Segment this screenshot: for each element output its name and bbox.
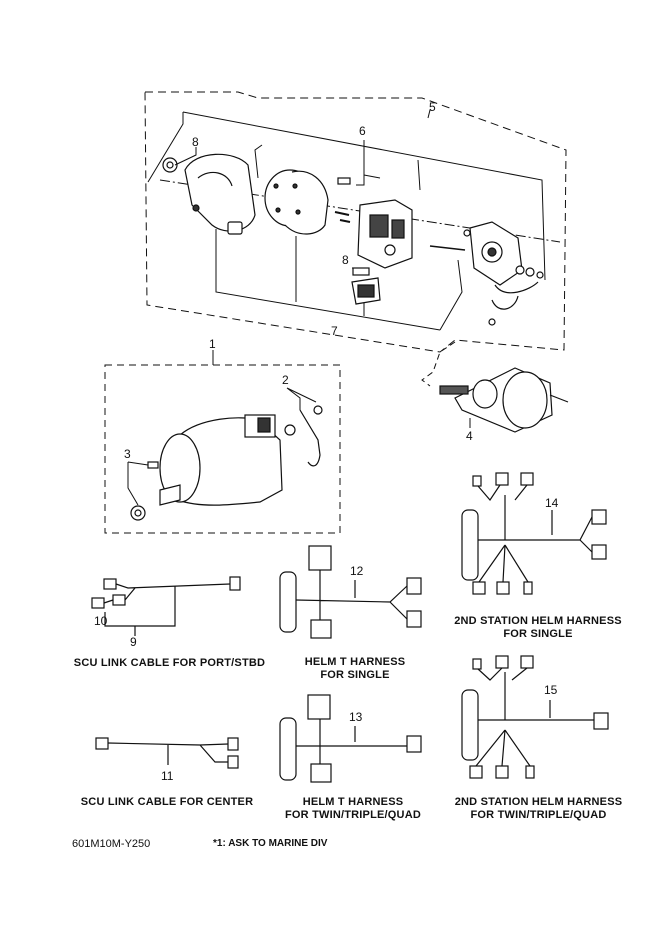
motor-housing-part (264, 169, 329, 235)
caption-2nd-station-single-line1: 2ND STATION HELM HARNESS (454, 615, 622, 627)
caption-helm-twin-line1: HELM T HARNESS (302, 796, 404, 808)
caption-helm-single-line1: HELM T HARNESS (304, 656, 406, 668)
callout-13: 13 (349, 710, 363, 724)
caption-2nd-station-twin: 2ND STATION HELM HARNESS FOR TWIN/TRIPLE… (436, 796, 641, 822)
callout-9: 9 (130, 635, 137, 649)
caption-helm-single-line2: FOR SINGLE (320, 669, 390, 681)
caption-scu-center-line1: SCU LINK CABLE FOR CENTER (80, 796, 254, 808)
caption-scu-center: SCU LINK CABLE FOR CENTER (72, 796, 262, 809)
callout-8-bottom: 8 (342, 253, 349, 267)
caption-scu-port-line1: SCU LINK CABLE FOR PORT/STBD (73, 657, 266, 669)
callout-14: 14 (545, 496, 559, 510)
footnote: *1: ASK TO MARINE DIV (213, 838, 328, 849)
helm-t-single-part (279, 545, 422, 639)
callout-7: 7 (331, 324, 338, 338)
callout-6: 6 (359, 124, 366, 138)
assembly-1-boundary (104, 364, 341, 534)
caption-helm-twin: HELM T HARNESS FOR TWIN/TRIPLE/QUAD (268, 796, 438, 822)
caption-2nd-station-single: 2ND STATION HELM HARNESS FOR SINGLE (438, 615, 638, 641)
assembly-5-boundary (144, 91, 567, 353)
caption-helm-single: HELM T HARNESS FOR SINGLE (280, 656, 430, 682)
callout-4: 4 (466, 429, 473, 443)
caption-2nd-station-twin-line1: 2ND STATION HELM HARNESS (454, 796, 623, 808)
end-plate-part (429, 221, 544, 326)
drawing-code: 601M10M-Y250 (72, 838, 151, 850)
callout-5: 5 (429, 100, 436, 114)
caption-2nd-station-twin-line2: FOR TWIN/TRIPLE/QUAD (470, 809, 607, 821)
helm-t-twin-part (279, 694, 422, 783)
rotor-part (439, 367, 569, 433)
callout-8-top: 8 (192, 135, 199, 149)
caption-helm-twin-line2: FOR TWIN/TRIPLE/QUAD (285, 809, 421, 821)
callout-15: 15 (544, 683, 558, 697)
second-station-single-part (461, 472, 607, 595)
caption-2nd-station-single-line2: FOR SINGLE (503, 628, 573, 640)
caption-scu-port: SCU LINK CABLE FOR PORT/STBD (72, 657, 267, 670)
second-station-twin-part (461, 655, 609, 779)
brush-holder-part (334, 177, 413, 305)
callout-3: 3 (124, 447, 131, 461)
starter-motor-part (130, 405, 323, 521)
callout-2: 2 (282, 373, 289, 387)
callout-12: 12 (350, 564, 364, 578)
cover-part (162, 153, 256, 235)
callout-1: 1 (209, 337, 216, 351)
callout-11: 11 (161, 769, 174, 783)
scu-center-cable-part (95, 737, 239, 769)
scu-port-cable-part (91, 576, 241, 636)
callout-10: 10 (94, 614, 108, 628)
